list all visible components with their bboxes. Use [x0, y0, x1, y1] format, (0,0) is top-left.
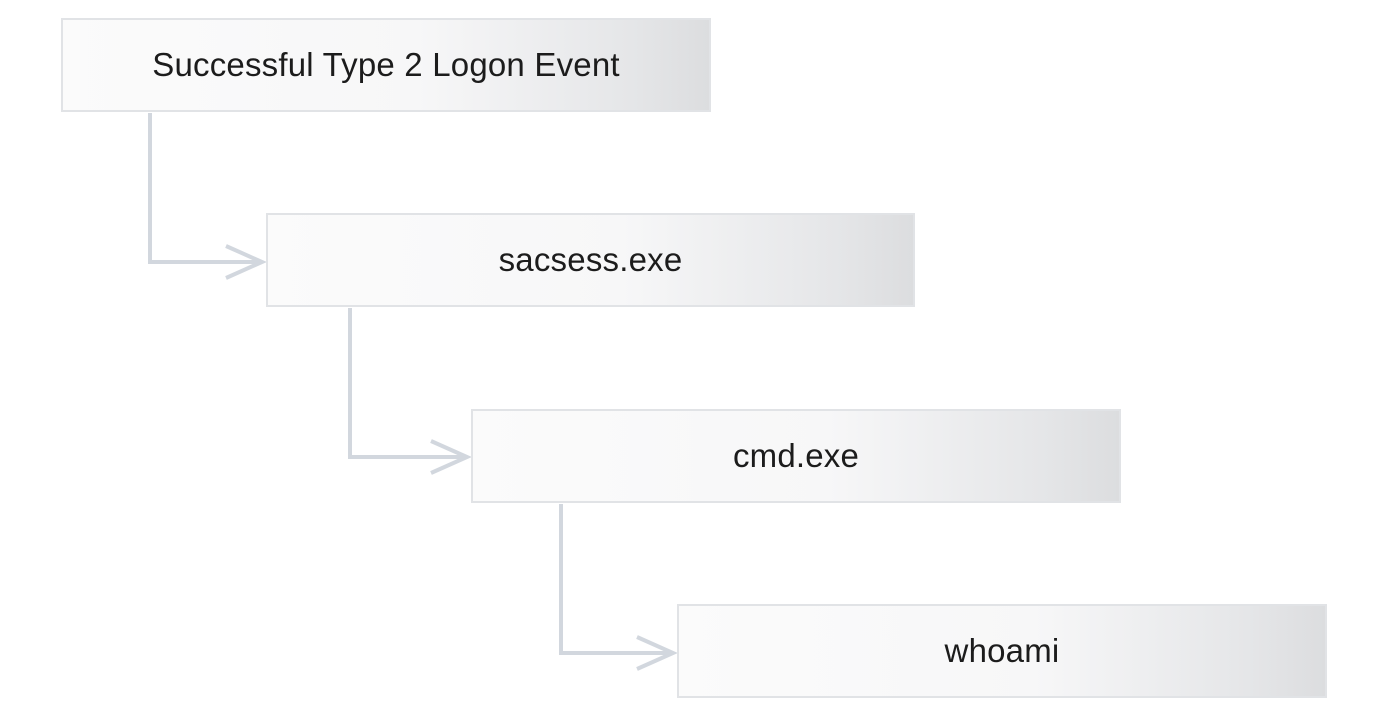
node-logon-event: Successful Type 2 Logon Event: [61, 18, 711, 112]
connector-arrow-n0-n1: [148, 113, 267, 280]
node-cmd-exe: cmd.exe: [471, 409, 1121, 503]
node-label: sacsess.exe: [498, 241, 683, 278]
connector-arrow-n2-n3: [559, 504, 678, 671]
node-whoami: whoami: [677, 604, 1327, 698]
node-label: Successful Type 2 Logon Event: [152, 46, 620, 83]
connector-arrow-n1-n2: [348, 308, 472, 475]
node-sacsess-exe: sacsess.exe: [266, 213, 915, 307]
node-label: whoami: [944, 632, 1060, 669]
node-label: cmd.exe: [732, 437, 860, 474]
